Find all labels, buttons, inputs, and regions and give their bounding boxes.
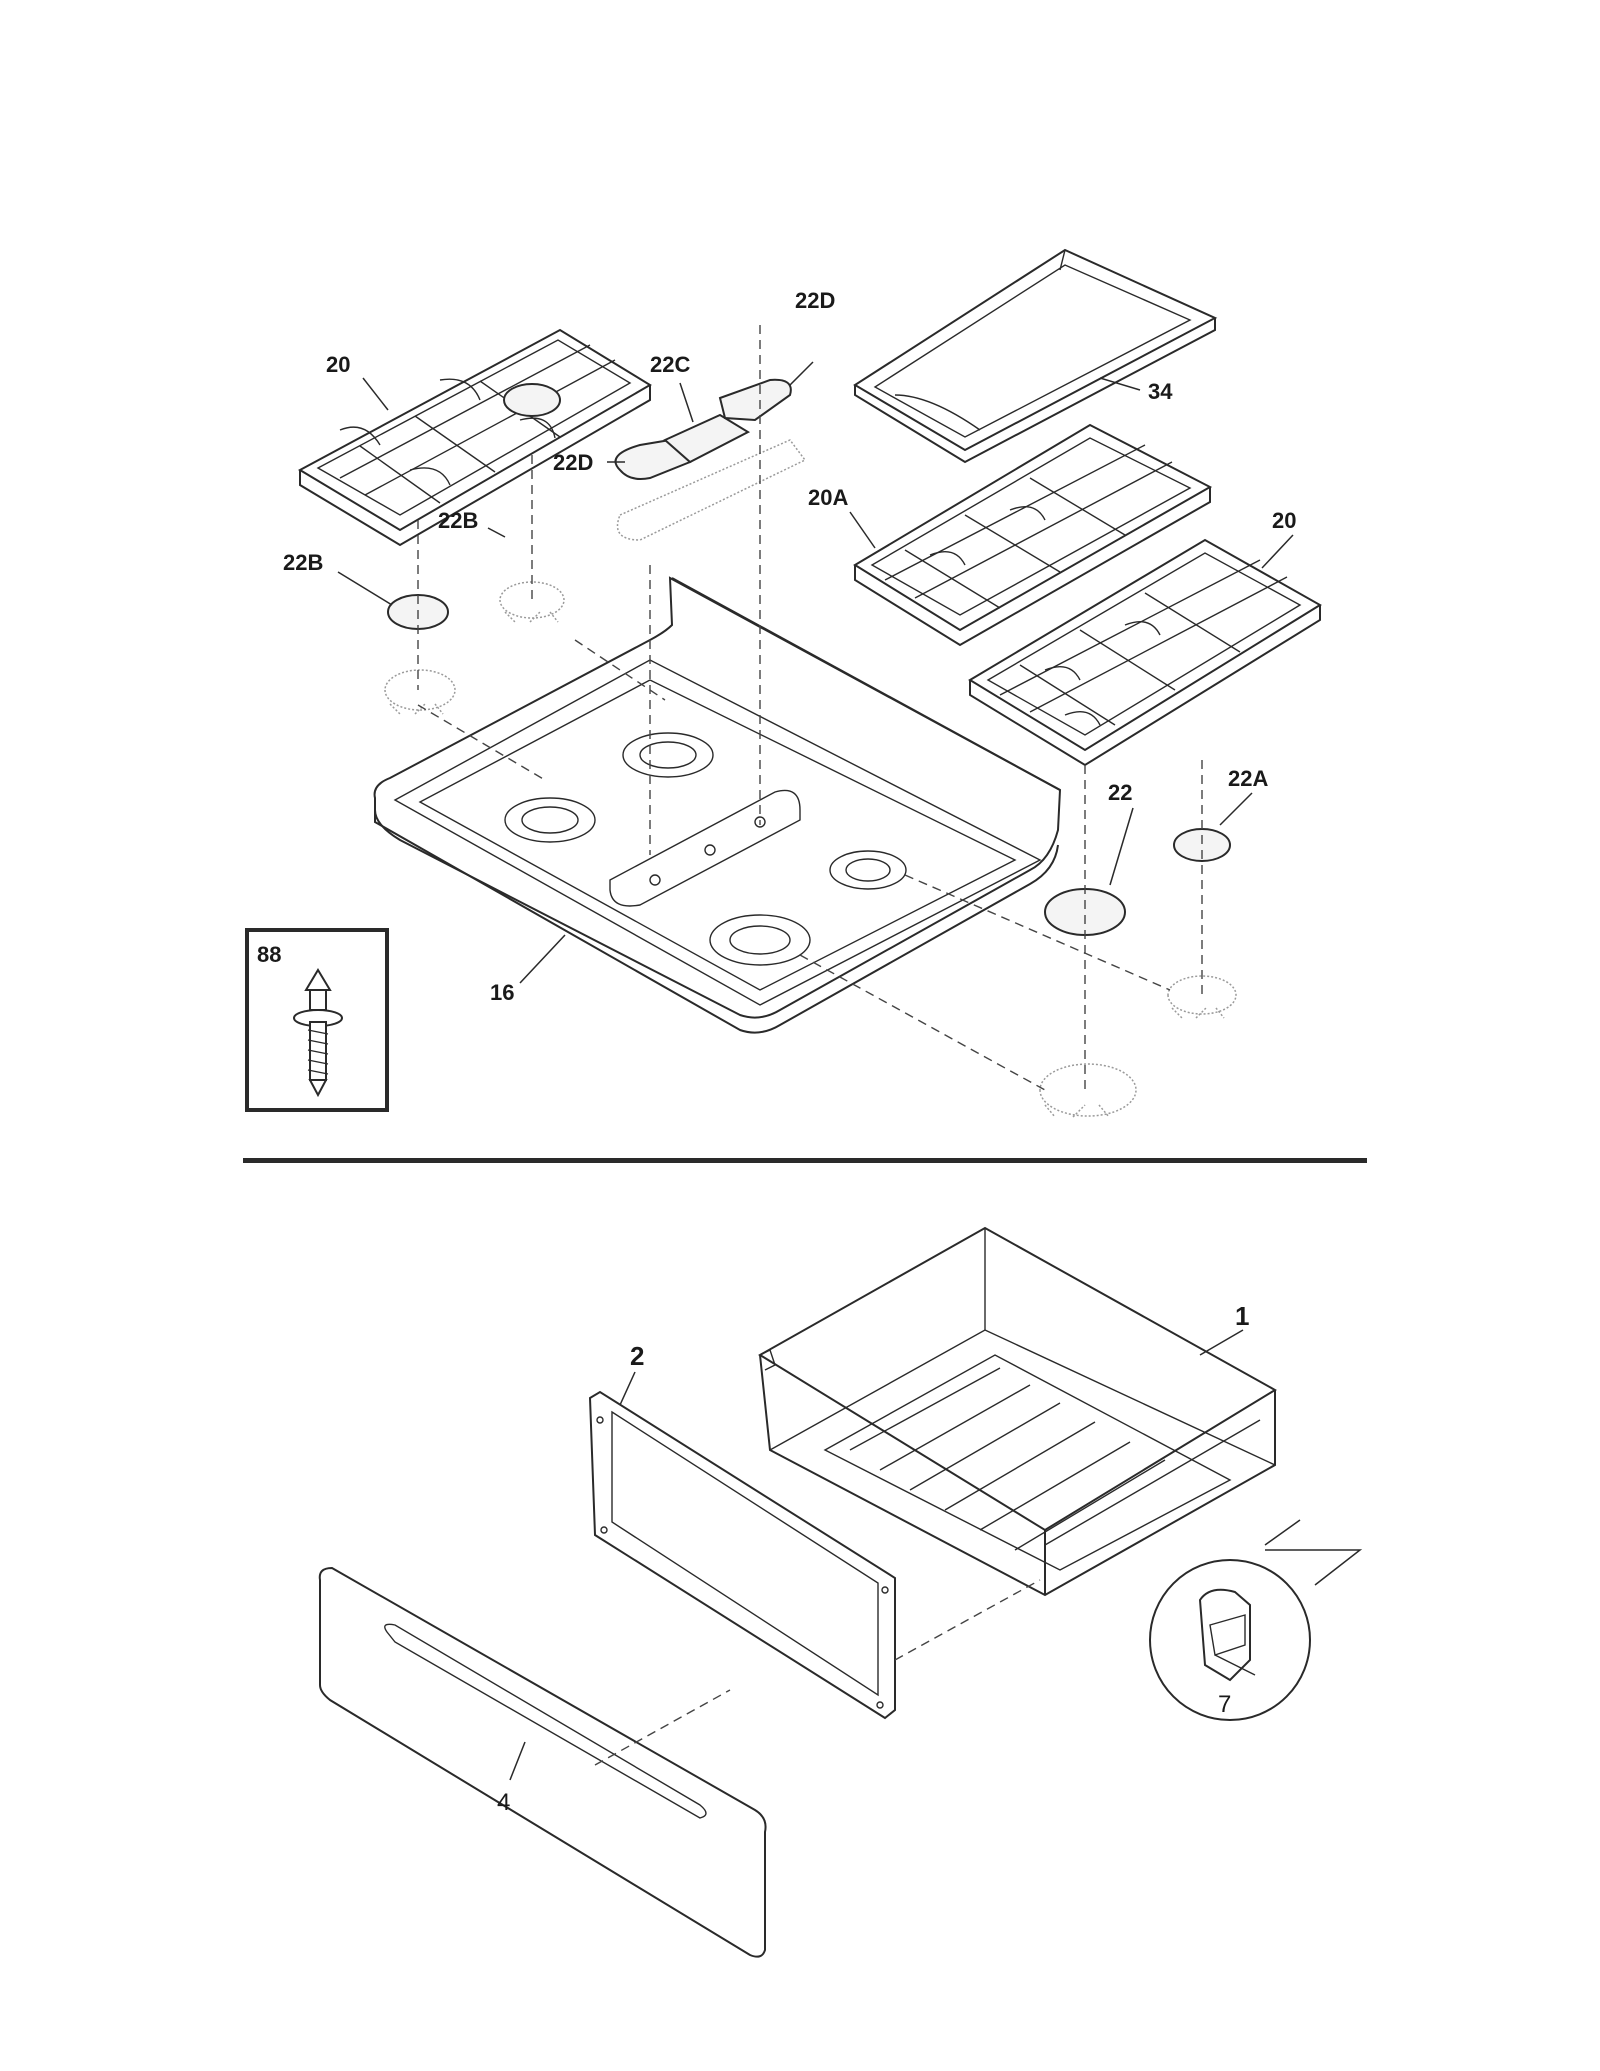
cooktop-main-top bbox=[373, 576, 1062, 1034]
label-cap-22d-top: 22D bbox=[795, 288, 835, 313]
label-cap-22c: 22C bbox=[650, 352, 690, 377]
drawer-front-panel bbox=[318, 1566, 767, 1958]
label-cap-22: 22 bbox=[1108, 780, 1132, 805]
label-drawer-body: 1 bbox=[1235, 1301, 1249, 1331]
label-grate-right: 20 bbox=[1272, 508, 1296, 533]
leaders-top bbox=[337, 361, 1294, 984]
label-grate-left: 20 bbox=[326, 352, 350, 377]
label-drawer-frame: 2 bbox=[630, 1341, 644, 1371]
left-burner-grate bbox=[297, 328, 652, 547]
alignment-lines-drawer bbox=[594, 1579, 1041, 1766]
center-burner-grate bbox=[853, 423, 1213, 647]
label-cap-22b-left: 22B bbox=[283, 550, 323, 575]
screw-inset bbox=[245, 928, 389, 1112]
burner-cap-22 bbox=[1039, 888, 1137, 1118]
label-drawer-panel: 4 bbox=[497, 1789, 510, 1816]
label-screw-inset: 88 bbox=[257, 942, 281, 967]
label-glide-clip: 7 bbox=[1218, 1691, 1231, 1718]
drawer-frame bbox=[588, 1390, 896, 1720]
label-cap-22a: 22A bbox=[1228, 766, 1268, 791]
burner-cap-22b-left bbox=[384, 594, 456, 715]
oval-burner-caps bbox=[614, 378, 807, 541]
section-divider bbox=[243, 1158, 1367, 1163]
label-grate-center: 20A bbox=[808, 485, 848, 510]
label-cap-22d-left: 22D bbox=[553, 450, 593, 475]
burner-cap-22b-upper bbox=[499, 383, 565, 623]
alignment-lines-cooktop bbox=[417, 325, 1203, 1091]
label-cap-22b-upper: 22B bbox=[438, 508, 478, 533]
glide-clip-detail bbox=[1149, 1519, 1363, 1721]
part-labels: 20 22C 22D 22D 22B 22B 34 20A 20 22 22A … bbox=[257, 288, 1296, 1816]
label-cooktop: 16 bbox=[490, 980, 514, 1005]
drawer-body bbox=[758, 1226, 1277, 1597]
griddle bbox=[853, 248, 1218, 464]
leaders-bottom bbox=[509, 1329, 1244, 1781]
label-griddle: 34 bbox=[1148, 379, 1173, 404]
